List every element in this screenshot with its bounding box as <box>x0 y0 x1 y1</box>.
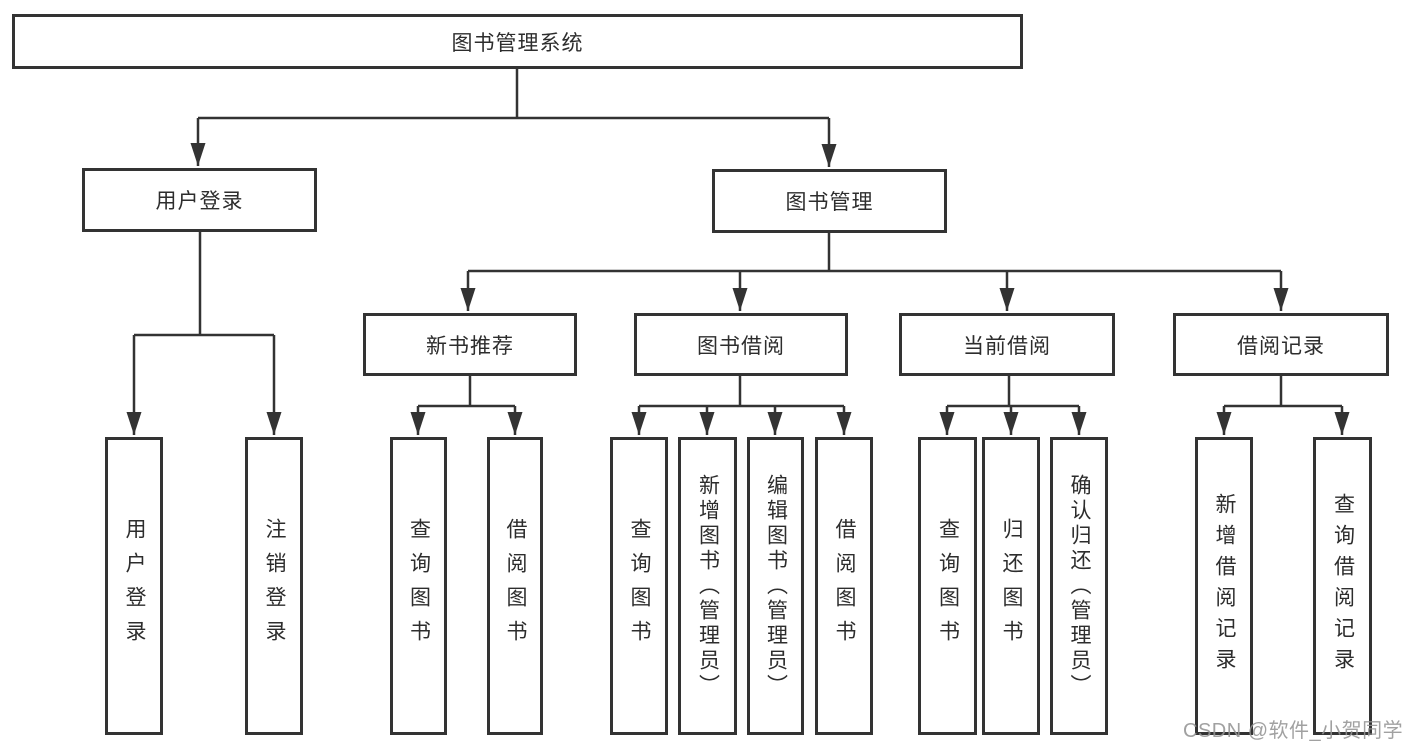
node-book-borrowing: 图书借阅 <box>634 313 848 376</box>
node-leaf-borrow-books-1: 借阅图书 <box>487 437 543 735</box>
watermark: CSDN @软件_小贺同学 <box>1183 720 1404 742</box>
node-label: 用户登录 <box>123 518 146 654</box>
node-label: 查询借阅记录 <box>1331 493 1355 679</box>
node-label: 用户登录 <box>155 190 244 213</box>
node-label: 确认归还（管理员） <box>1068 473 1091 699</box>
node-leaf-edit-books-admin: 编辑图书（管理员） <box>747 437 804 735</box>
node-label: 图书借阅 <box>697 334 785 358</box>
node-leaf-add-books-admin: 新增图书（管理员） <box>678 437 737 735</box>
node-book-management: 图书管理 <box>712 169 947 233</box>
node-label: 新书推荐 <box>426 334 514 358</box>
node-user-login: 用户登录 <box>82 168 317 232</box>
node-leaf-query-borrow-record: 查询借阅记录 <box>1313 437 1372 735</box>
node-label: 注销登录 <box>263 518 286 654</box>
node-leaf-borrow-books-2: 借阅图书 <box>815 437 873 735</box>
node-label: 编辑图书（管理员） <box>764 473 788 699</box>
node-label: 查询图书 <box>628 518 651 654</box>
node-label: 查询图书 <box>936 518 960 654</box>
node-label: 借阅记录 <box>1237 334 1325 358</box>
node-label: 归还图书 <box>1000 518 1023 654</box>
node-leaf-query-books-2: 查询图书 <box>610 437 668 735</box>
node-label: 新增图书（管理员） <box>696 473 720 699</box>
node-label: 图书管理系统 <box>451 31 584 55</box>
node-leaf-add-borrow-record: 新增借阅记录 <box>1195 437 1253 735</box>
node-label: 借阅图书 <box>833 518 856 654</box>
node-leaf-return-books: 归还图书 <box>982 437 1040 735</box>
node-root-system: 图书管理系统 <box>12 14 1023 69</box>
node-label: 图书管理 <box>785 191 874 214</box>
node-leaf-logout: 注销登录 <box>245 437 303 735</box>
node-leaf-confirm-return-admin: 确认归还（管理员） <box>1050 437 1108 735</box>
node-new-book-recommend: 新书推荐 <box>363 313 577 376</box>
node-current-borrowing: 当前借阅 <box>899 313 1115 376</box>
node-leaf-query-books-3: 查询图书 <box>918 437 977 735</box>
node-label: 当前借阅 <box>963 334 1051 358</box>
node-leaf-query-books-1: 查询图书 <box>390 437 447 735</box>
node-borrow-records: 借阅记录 <box>1173 313 1389 376</box>
node-label: 借阅图书 <box>504 518 527 654</box>
node-label: 查询图书 <box>407 518 431 654</box>
node-leaf-user-login: 用户登录 <box>105 437 163 735</box>
node-label: 新增借阅记录 <box>1213 493 1236 679</box>
